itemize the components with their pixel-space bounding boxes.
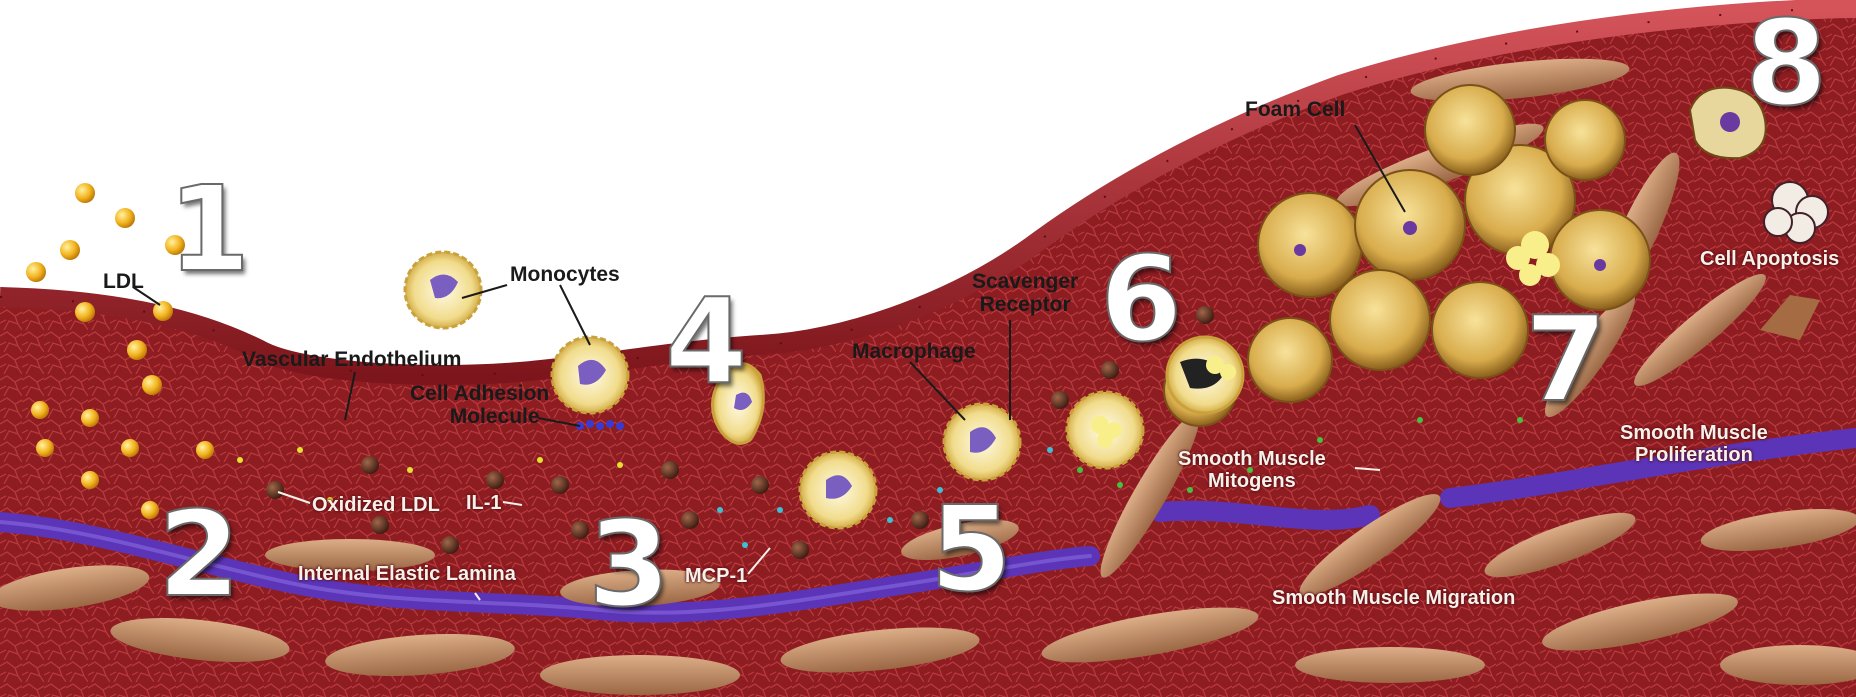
- label-mitogens-line-2: Mitogens: [1178, 470, 1326, 492]
- label-mitogens-line-1: Smooth Muscle: [1178, 448, 1326, 470]
- label-scavenger-line-2: Receptor: [972, 293, 1078, 316]
- label-macrophage: Macrophage: [852, 340, 976, 363]
- step-number-8: 8: [1745, 4, 1827, 122]
- step-number-5: 5: [930, 490, 1012, 608]
- step-number-6: 6: [1100, 240, 1182, 358]
- label-oxidized-ldl: Oxidized LDL: [312, 494, 440, 516]
- label-smooth-muscle-migration: Smooth Muscle Migration: [1272, 587, 1515, 609]
- label-il-1: IL-1: [466, 492, 502, 514]
- label-mcp-1: MCP-1: [685, 565, 747, 587]
- label-cell-adhesion-molecule: Cell Adhesion Molecule: [410, 382, 549, 428]
- label-proliferation-line-2: Proliferation: [1620, 444, 1768, 466]
- step-number-1: 1: [168, 170, 250, 288]
- label-cell-adhesion-line-1: Cell Adhesion: [410, 382, 549, 405]
- label-ldl: LDL: [103, 270, 144, 293]
- label-internal-elastic-lamina: Internal Elastic Lamina: [298, 563, 516, 585]
- label-smooth-muscle-proliferation: Smooth Muscle Proliferation: [1620, 422, 1768, 466]
- label-smooth-muscle-mitogens: Smooth Muscle Mitogens: [1178, 448, 1326, 492]
- label-vascular-endothelium: Vascular Endothelium: [242, 348, 461, 371]
- step-number-7: 7: [1525, 300, 1607, 418]
- label-cell-adhesion-line-2: Molecule: [410, 405, 549, 428]
- label-cell-apoptosis: Cell Apoptosis: [1700, 248, 1839, 270]
- label-scavenger-line-1: Scavenger: [972, 270, 1078, 293]
- label-foam-cell: Foam Cell: [1245, 98, 1345, 121]
- label-monocytes: Monocytes: [510, 263, 620, 286]
- label-proliferation-line-1: Smooth Muscle: [1620, 422, 1768, 444]
- step-number-2: 2: [158, 495, 240, 613]
- step-number-3: 3: [588, 505, 670, 623]
- step-number-4: 4: [665, 282, 747, 400]
- label-scavenger-receptor: Scavenger Receptor: [972, 270, 1078, 316]
